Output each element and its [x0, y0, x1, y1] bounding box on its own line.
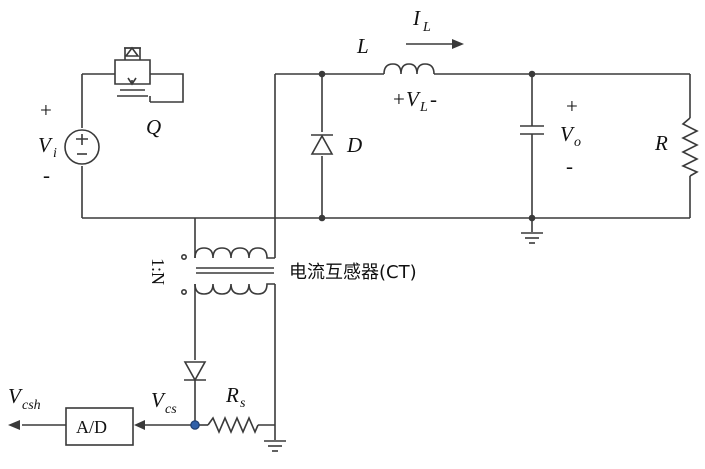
current-arrow-icon [406, 39, 464, 49]
ct-ratio-label: 1:N [148, 258, 168, 285]
vcsh-label: V [8, 384, 23, 408]
load-label: R [654, 131, 668, 155]
main-wires [81, 73, 691, 258]
switch-label: Q [146, 115, 161, 139]
vo-plus-label: + [566, 94, 578, 118]
vcs-node-dot [190, 420, 200, 430]
vl-minus-label: - [430, 87, 437, 111]
ground-icon [264, 440, 286, 452]
vi-subscript: i [53, 146, 57, 161]
vcsh-subscript: csh [22, 398, 41, 413]
voltage-source-icon [64, 129, 100, 165]
vl-subscript: L [419, 100, 428, 115]
ct-name-label: 电流互感器(CT) [289, 262, 417, 283]
adc-label: A/D [76, 417, 107, 437]
sense-resistor-icon [207, 415, 259, 435]
vo-minus-label: - [566, 154, 573, 178]
inductor-current-subscript: L [422, 20, 431, 35]
vl-plus-label: + [393, 87, 405, 111]
inductor-icon [383, 63, 435, 75]
capacitor-icon [520, 125, 544, 135]
inductor-current-label: I [412, 6, 421, 30]
vi-label: V [38, 133, 53, 157]
secondary-wires [22, 284, 276, 440]
ground-icon [521, 232, 543, 244]
vl-label: V [406, 87, 421, 111]
current-transformer-icon [181, 247, 275, 295]
mosfet-switch-icon [114, 46, 151, 102]
sense-resistor-label: R [225, 383, 239, 407]
junction-dots [318, 70, 536, 222]
secondary-diode-icon [183, 361, 207, 382]
inductor-label: L [356, 34, 369, 58]
diode-icon [310, 134, 334, 155]
vcs-subscript: cs [165, 402, 177, 417]
load-resistor-icon [681, 117, 699, 177]
vo-subscript: o [574, 135, 581, 150]
vo-label: V [560, 122, 575, 146]
adc-block [65, 407, 134, 446]
vi-plus-label: + [40, 98, 52, 122]
vi-minus-label: - [43, 163, 50, 187]
output-arrow-icon [8, 420, 20, 430]
diode-label: D [346, 133, 362, 157]
sense-resistor-subscript: s [240, 396, 246, 411]
adc-input-arrow-icon [134, 420, 145, 430]
vcs-label: V [151, 388, 166, 412]
